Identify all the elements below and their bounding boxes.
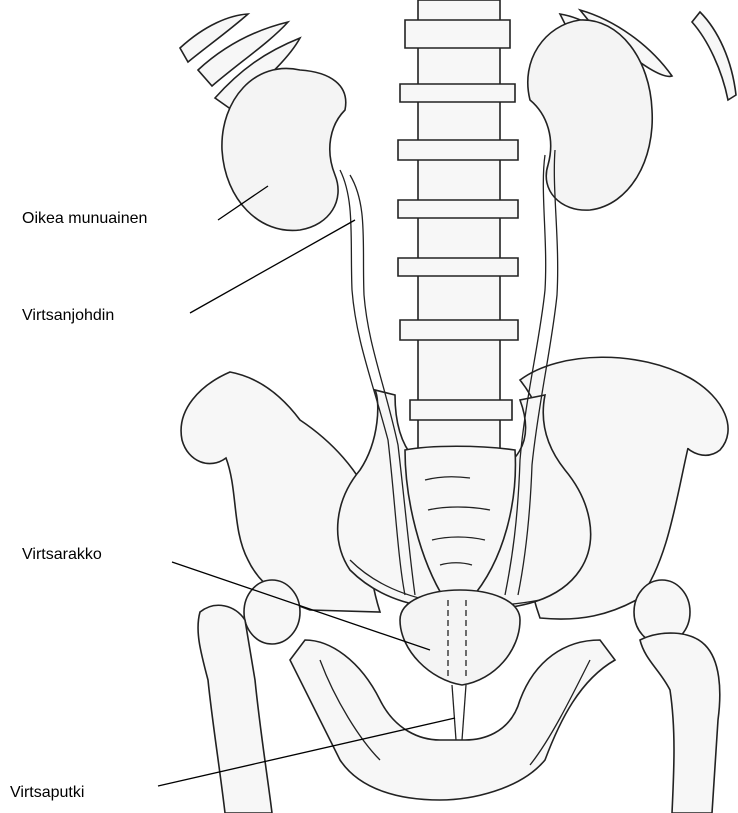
bladder	[400, 590, 520, 740]
leader-ureter	[190, 220, 355, 313]
label-ureter: Virtsanjohdin	[22, 307, 114, 325]
label-right-kidney: Oikea munuainen	[22, 210, 147, 228]
right-kidney	[222, 68, 346, 230]
label-bladder: Virtsarakko	[22, 546, 102, 564]
label-urethra: Virtsaputki	[10, 784, 84, 802]
spine	[398, 0, 518, 604]
